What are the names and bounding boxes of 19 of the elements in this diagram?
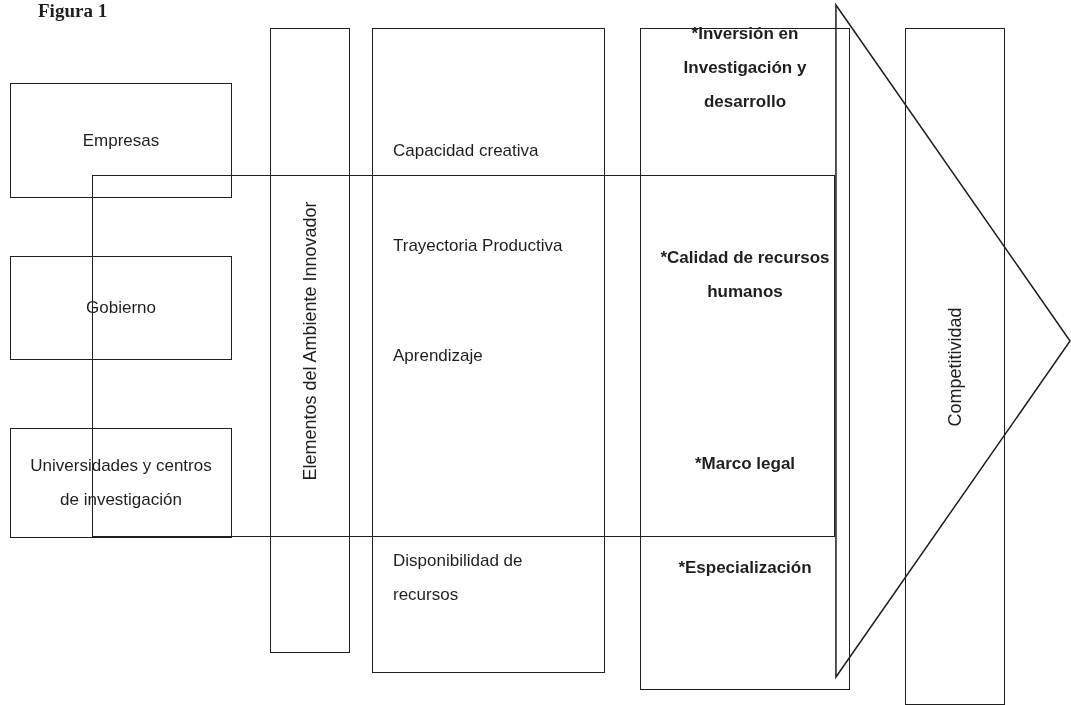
- actor-box: [10, 83, 232, 198]
- list-item-text: *Inversión en Investigación y desarrollo: [682, 23, 808, 113]
- list-item-text: Capacidad creativa: [393, 140, 540, 162]
- actor-box: [10, 428, 232, 538]
- vertical-box: [270, 28, 350, 653]
- figure-title: Figura 1: [38, 0, 108, 22]
- vertical-label: Elementos del Ambiente Innovador: [299, 200, 320, 481]
- list-item-text: Disponibilidad de recursos: [393, 550, 524, 606]
- triangle-arrow-shape: [835, 5, 1071, 677]
- list-item-text: Trayectoria Productiva: [393, 235, 564, 257]
- list-item-text: Aprendizaje: [393, 345, 484, 367]
- list-item-text: *Calidad de recursos humanos: [659, 247, 831, 303]
- box-label: Empresas: [82, 129, 160, 152]
- list-item-text: *Especialización: [677, 557, 813, 579]
- list-box: [640, 28, 850, 690]
- vertical-label: Competitividad: [944, 306, 965, 427]
- actor-box: [10, 256, 232, 360]
- list-item-text: *Marco legal: [693, 453, 797, 475]
- list-box: [372, 28, 605, 673]
